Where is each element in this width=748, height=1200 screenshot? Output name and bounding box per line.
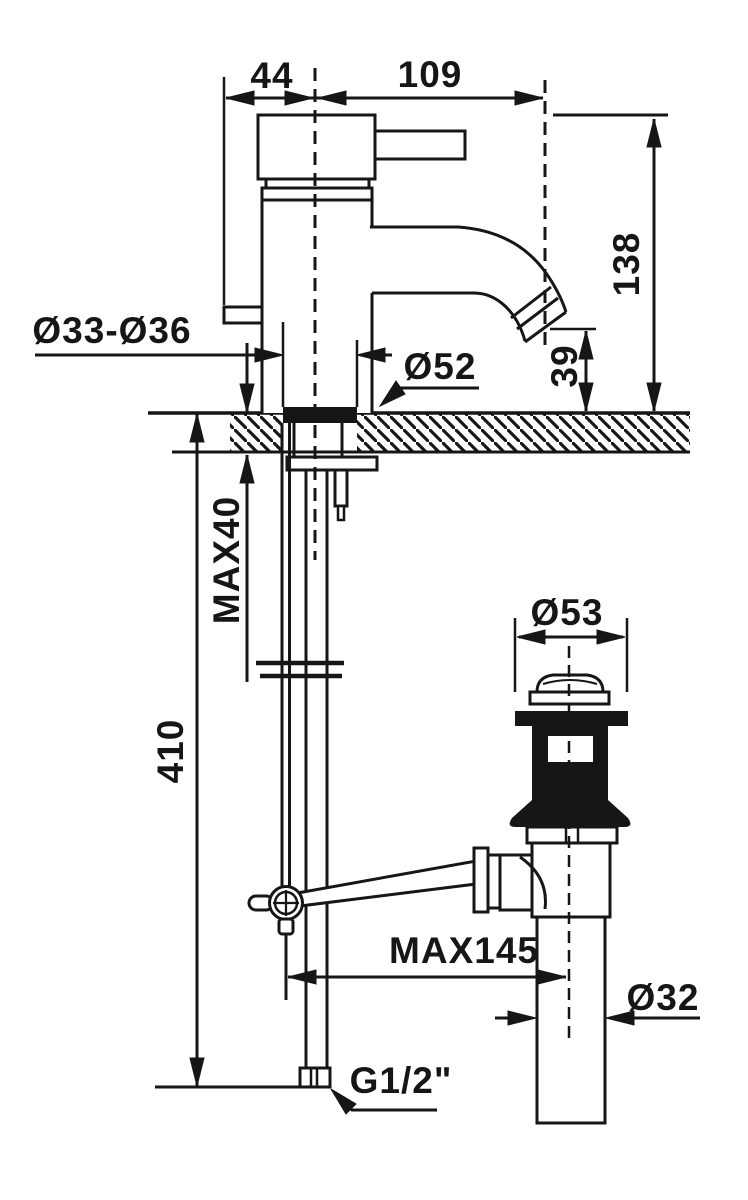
arrow	[189, 1057, 205, 1087]
arrow	[537, 969, 567, 985]
linkage-rod-bar	[290, 859, 478, 909]
spout-fill	[370, 225, 567, 343]
rod-clamp-outer	[472, 846, 490, 914]
rod-knob-cross	[273, 890, 299, 916]
arrow	[356, 347, 386, 363]
arrow	[330, 1088, 357, 1115]
arrow	[507, 1010, 537, 1026]
arrow	[578, 330, 594, 360]
dimension-lines	[35, 77, 700, 1115]
dim-label-spout-height: 138	[606, 231, 647, 297]
waste-flare-skirt	[509, 800, 631, 827]
dim-label-deck-thickness: MAX40	[206, 495, 247, 625]
arrow	[514, 90, 544, 106]
g12-fitting	[298, 1066, 332, 1089]
dim-label-handle-offset: 44	[250, 55, 294, 96]
mounting-stud	[333, 468, 349, 508]
dim-label-outlet-height: 39	[544, 344, 585, 388]
arrow	[516, 629, 546, 645]
dim-label-hole-diameter: Ø33-Ø36	[32, 310, 192, 351]
arrow	[239, 454, 255, 484]
spout-top-edge	[370, 225, 568, 313]
arrow	[596, 629, 626, 645]
waste-lower-body	[530, 841, 612, 919]
base-gasket	[283, 407, 357, 423]
mounting-hardware	[256, 423, 379, 1089]
centerlines	[313, 68, 571, 1040]
arrow	[225, 90, 255, 106]
arrow	[239, 383, 255, 413]
waste-flange	[515, 711, 628, 726]
arrow	[284, 90, 314, 106]
waste-tailpipe	[535, 917, 607, 1125]
knob-bottom-stub	[277, 917, 295, 936]
dim-label-thread-size: G1/2"	[349, 1060, 453, 1101]
arrow	[254, 347, 284, 363]
popup-linkage	[247, 846, 547, 1000]
arrow	[646, 382, 662, 412]
dim-label-base-diameter: Ø52	[403, 346, 477, 387]
arrow	[578, 382, 594, 412]
rod-clamp-inner	[486, 853, 502, 910]
arrow	[317, 90, 347, 106]
waste-union-nut	[525, 825, 619, 845]
counter-hatch-right	[357, 414, 690, 452]
handle-lever	[373, 129, 467, 161]
handle-knob	[256, 113, 377, 181]
waste-cap-dome	[535, 673, 605, 694]
mounting-stud-tip	[336, 504, 346, 522]
waste-cap-dome-line	[542, 679, 598, 685]
dim-label-cap-diameter: Ø53	[530, 592, 604, 633]
arrow	[605, 1010, 635, 1026]
counter-hatch-left	[230, 414, 283, 452]
mounting-washer-plate	[285, 455, 379, 472]
waste-side-port	[498, 853, 534, 912]
waste-body-window	[548, 736, 593, 762]
faucet-outline	[222, 113, 568, 413]
arrow	[189, 413, 205, 443]
dim-label-inlet-drop: 410	[150, 718, 191, 784]
arrow	[287, 969, 317, 985]
faucet-body-fill	[262, 200, 372, 413]
arrow	[646, 118, 662, 148]
arrow	[378, 380, 406, 408]
body-side-protrusion	[222, 305, 264, 325]
side-port-bend	[519, 855, 547, 910]
counter-section	[148, 411, 690, 454]
neck-ring-lower	[260, 186, 374, 202]
dim-label-rod-reach: MAX145	[389, 930, 539, 971]
dim-label-spout-reach: 109	[397, 54, 463, 95]
dim-label-pipe-diameter: Ø32	[626, 977, 700, 1018]
